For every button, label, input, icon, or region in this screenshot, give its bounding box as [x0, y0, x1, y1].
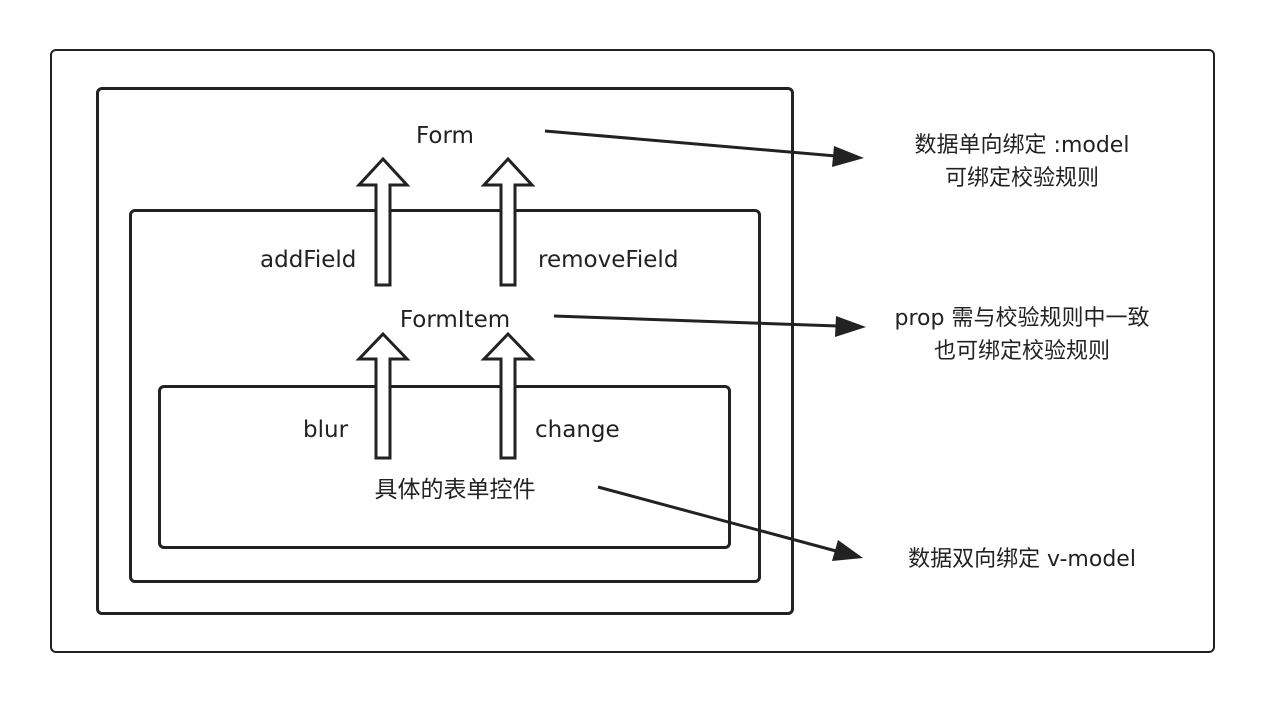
- outer-frame: [50, 49, 1215, 653]
- form-note-line2: 可绑定校验规则: [944, 166, 1100, 191]
- formitem-label: FormItem: [399, 307, 511, 333]
- blur-label: blur: [303, 417, 349, 443]
- formitem-note: prop 需与校验规则中一致 也可绑定校验规则: [895, 302, 1150, 368]
- control-label: 具体的表单控件: [374, 477, 536, 503]
- remove-field-label: removeField: [538, 247, 679, 273]
- formitem-box: [129, 209, 761, 583]
- form-label: Form: [416, 123, 474, 149]
- formitem-note-line1: prop 需与校验规则中一致: [894, 306, 1150, 331]
- add-field-label: addField: [260, 247, 357, 273]
- form-note: 数据单向绑定 :model 可绑定校验规则: [915, 129, 1130, 195]
- control-note: 数据双向绑定 v-model: [908, 543, 1136, 576]
- formitem-note-line2: 也可绑定校验规则: [933, 339, 1111, 364]
- form-note-line1: 数据单向绑定 :model: [914, 133, 1130, 158]
- control-box: [158, 385, 731, 549]
- form-box: [96, 87, 794, 615]
- control-note-line1: 数据双向绑定 v-model: [908, 547, 1136, 572]
- change-label: change: [535, 417, 620, 443]
